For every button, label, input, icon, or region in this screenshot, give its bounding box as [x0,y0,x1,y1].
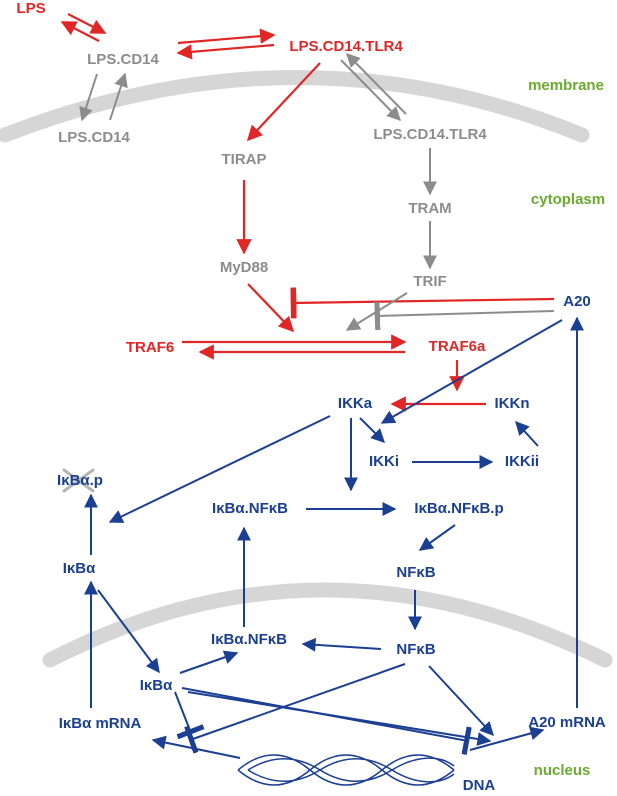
nuclear-membrane [42,582,613,668]
edge-tlr4-to-tirap [246,62,321,142]
region-membrane-label: membrane [528,77,604,94]
region-cytoplasm-label: cytoplasm [530,191,606,208]
node-lps-cd14-tlr4-endosome: LPS.CD14.TLR4 [373,126,487,143]
edge-nfkbnuc-to-dna [428,665,494,737]
node-ikba-cyto: IκBα [62,560,96,577]
edge-ikbanuc-to-ikbanfkbnuc [179,650,239,674]
edge-nfkbnuc-to-ikbanfkbnuc [301,637,382,652]
node-lps-cd14-top: LPS.CD14 [87,51,159,68]
node-ikki: IKKi [369,453,399,470]
node-lps-cd14-bottom: LPS.CD14 [58,129,130,146]
edge-ikba-to-ikbanuc [97,589,160,674]
edge-ikkii-to-ikkn [515,420,539,447]
node-traf6a: TRAF6a [428,338,486,355]
node-traf6: TRAF6 [125,339,175,356]
degradation-cross [62,468,95,493]
edge-cd14-down [79,73,98,122]
node-ikkii: IKKii [504,453,540,470]
node-ikba-mrna: IκBα mRNA [58,715,142,732]
node-a20: A20 [563,293,591,310]
inhibit-ikbanuc-a20mrna [181,687,472,755]
node-a20-mrna: A20 mRNA [528,714,606,731]
edge-cd14-to-tlr4 [177,28,276,45]
dna-helix [237,754,455,786]
edge-dna-to-a20mrna [469,726,545,751]
node-ikba-nuc: IκBα [139,677,173,694]
inhibit-nfkb-ikbamrna [184,663,406,754]
node-lps: LPS [16,0,46,17]
node-tirap: TIRAP [221,151,267,168]
inhibit-ikbanuc-dna [174,691,205,740]
node-trif: TRIF [413,273,447,290]
node-nfkb-nuc: NFκB [396,641,436,658]
edge-cd14-up [109,72,128,121]
region-nucleus-label: nucleus [533,762,591,779]
node-ikkn: IKKn [494,395,530,412]
inhibit-a20-myd88 [290,287,555,319]
node-ikba-nfkb-nuc: IκBα.NFκB [211,631,287,648]
edge-cd14-to-lps [60,21,100,42]
node-ikka: IKKa [337,395,373,412]
edge-lps-to-cd14 [67,13,107,34]
node-ikba-nfkb-p: IκBα.NFκB.p [414,500,504,517]
edge-ikka-to-ikba-p [108,415,331,523]
node-myd88: MyD88 [219,259,269,276]
edge-myd88-to-traf6 [247,283,295,333]
node-ikba-nfkb-cyto: IκBα.NFκB [212,500,288,517]
edge-tlr4-to-cd14 [176,43,275,60]
node-dna: DNA [462,777,496,794]
edge-trif-to-traf6a [345,292,408,331]
plasma-membrane [0,70,590,143]
node-lps-cd14-tlr4-surface: LPS.CD14.TLR4 [289,38,403,55]
edge-tlr4-endo-up [346,53,407,115]
edge-a20-to-ikka [380,319,563,424]
edge-ikbanfkbp-to-nfkb [418,524,456,551]
inhibit-a20-trif [374,301,555,331]
edge-tlr4-endo-down [340,59,401,121]
edge-ikka-to-ikki [359,417,385,443]
edge-dna-to-ikbamrna [151,735,241,759]
node-nfkb-cyto: NFκB [396,564,436,581]
node-tram: TRAM [408,200,452,217]
node-ikba-p: IκBα.p [57,472,103,489]
